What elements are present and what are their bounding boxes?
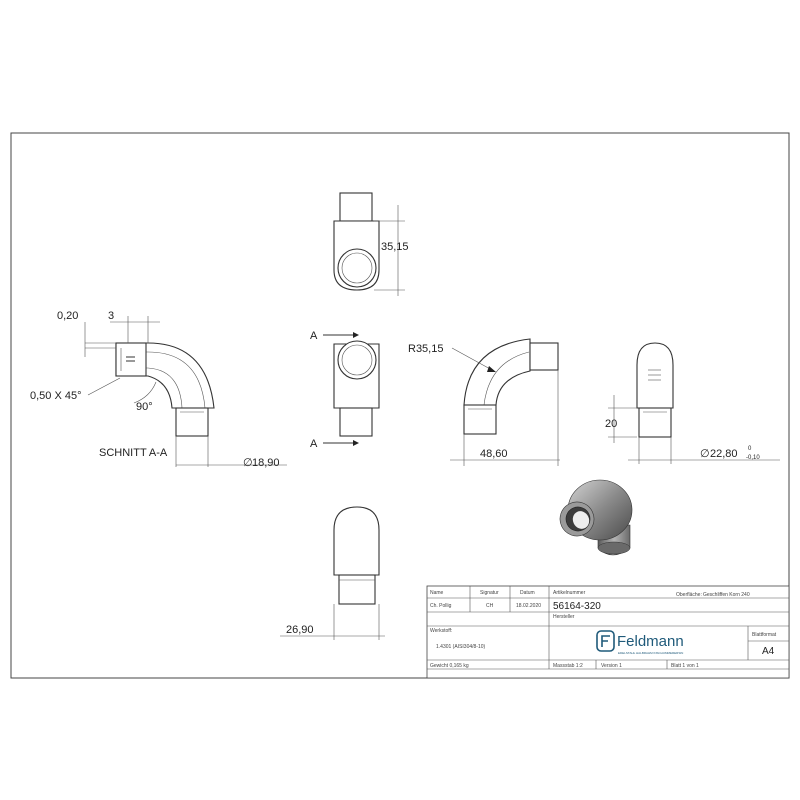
- section-marker-bottom: A: [310, 438, 318, 450]
- section-marker-top: A: [310, 330, 318, 342]
- tb-company-tagline: EDELSTAHL HALBRAHM INSCHUMMERERSIN: [618, 651, 683, 655]
- elbow-side-outlet: [529, 342, 559, 371]
- tb-material: 1.4301 (AISI304/8-10): [436, 644, 486, 650]
- tb-scale: Massstab 1:2: [553, 663, 583, 669]
- tb-header-material: Werkstoff:: [430, 628, 452, 634]
- top-view-stub: [339, 192, 373, 222]
- tb-signature: CH: [486, 603, 494, 609]
- bottom-profile-view: 26,90: [280, 506, 385, 640]
- tb-header-format: Blattformat: [752, 632, 777, 638]
- right-profile-view: 20 ∅ 22,80 0 -0,10: [605, 342, 780, 464]
- tb-header-signature: Signatur: [480, 590, 499, 596]
- tb-article-number: 56164-320: [553, 601, 601, 612]
- dim-chamfer-label: 0,50 X 45°: [30, 390, 82, 402]
- section-title: SCHNITT A-A: [99, 447, 168, 459]
- feldmann-logo: Feldmann EDELSTAHL HALBRAHM INSCHUMMERER…: [596, 630, 684, 655]
- top-view-bore: [337, 248, 377, 288]
- dim-dia-18-90-symbol: ∅: [243, 457, 253, 469]
- right-profile-cap: [636, 342, 674, 409]
- bottom-profile-stub: [338, 574, 376, 605]
- front-view-stub: [339, 407, 373, 437]
- tolerance-upper: 0: [748, 446, 752, 452]
- dim-angle-label: 90°: [136, 401, 153, 413]
- dim-dia-18-90-label: 18,90: [252, 457, 280, 469]
- dim-dia-22-80-label: 22,80: [710, 448, 738, 460]
- front-view-bore: [337, 340, 377, 380]
- section-bottom-stub: [175, 407, 209, 437]
- dim-dia-22-80-symbol: ∅: [700, 448, 710, 460]
- elbow-side-inlet: [463, 404, 497, 435]
- tb-header-surface: Oberfläche:: [676, 592, 702, 598]
- tb-header-article: Artikelnummer: [553, 590, 586, 596]
- isometric-render: [559, 479, 633, 556]
- tb-sheet: Blatt 1 von 1: [671, 663, 699, 669]
- bottom-profile-cap: [333, 506, 380, 576]
- dim-20-label: 20: [605, 418, 617, 430]
- tb-weight: Gewicht 0,165 kg: [430, 663, 469, 669]
- tb-header-manufacturer: Hersteller: [553, 614, 575, 620]
- tb-format: A4: [762, 646, 775, 657]
- dim-radius-label: R35,15: [408, 343, 443, 355]
- section-left-stub: [115, 342, 147, 377]
- section-inner-bore: [116, 351, 206, 409]
- dim-35-15-label: 35,15: [381, 241, 409, 253]
- tb-company: Feldmann: [617, 633, 684, 650]
- tb-header-date: Datum: [520, 590, 535, 596]
- dim-0-20-label: 0,20: [57, 310, 78, 322]
- drawing-border: [10, 132, 790, 679]
- tb-author: Ch. Pollig: [430, 603, 452, 609]
- tolerance-lower: -0,10: [746, 455, 760, 461]
- dim-3-label: 3: [108, 310, 114, 322]
- tb-header-name: Name: [430, 590, 444, 596]
- elbow-side-view: R35,15 48,60: [408, 338, 560, 466]
- section-view: 0,20 3 0,50 X 45° 90° SCHNITT A-A ∅ 18,9…: [30, 310, 287, 469]
- tb-version: Version 1: [601, 663, 622, 669]
- elbow-side-body: [463, 338, 531, 406]
- tb-date: 18.02.2020: [516, 603, 541, 609]
- top-view: 35,15: [333, 192, 409, 296]
- dim-48-60-label: 48,60: [480, 448, 508, 460]
- right-profile-stub: [638, 407, 672, 438]
- title-block: Name Signatur Datum Artikelnummer Oberfl…: [426, 585, 790, 679]
- front-view: A A: [310, 330, 380, 450]
- tb-surface-value: Geschliffen Korn 240: [703, 592, 750, 598]
- dim-26-90-label: 26,90: [286, 624, 314, 636]
